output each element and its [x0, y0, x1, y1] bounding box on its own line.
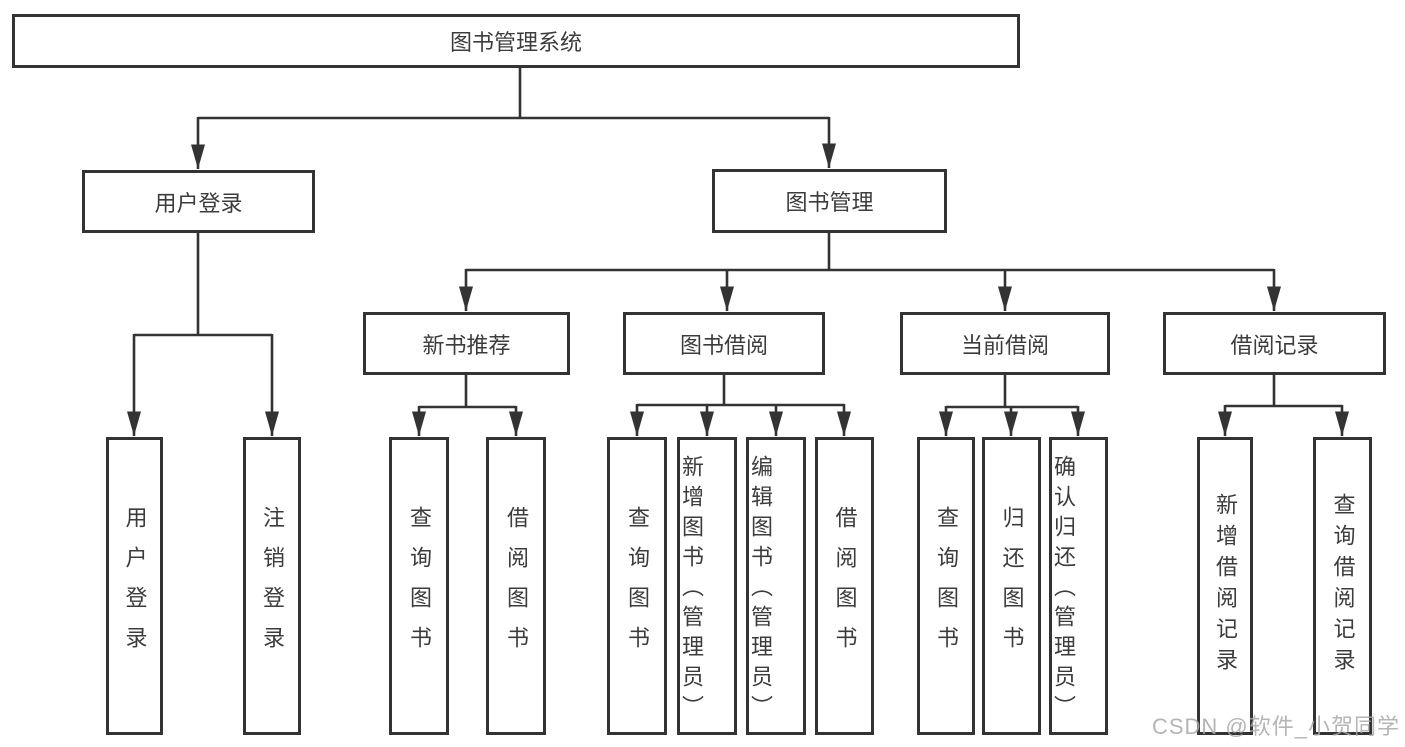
node-label: 当前借阅: [960, 332, 1049, 358]
node-label: 新增借阅记录: [1213, 493, 1238, 679]
leaf-query-book-borrow: 查询图书: [607, 437, 667, 735]
leaf-return-book: 归还图书: [982, 437, 1041, 735]
leaf-logout: 注销登录: [243, 437, 301, 735]
node-current-borrow: 当前借阅: [900, 312, 1110, 375]
node-label: 注销登录: [260, 506, 285, 666]
leaf-query-borrow-record: 查询借阅记录: [1313, 437, 1372, 735]
node-label: 借阅图书: [832, 506, 858, 666]
leaf-borrow-book: 借阅图书: [815, 437, 874, 735]
node-label: 新书推荐: [422, 332, 511, 358]
node-label: 新增图书（管理员）: [679, 455, 704, 725]
node-borrow-records: 借阅记录: [1163, 312, 1386, 375]
leaf-confirm-return-admin: 确认归还（管理员）: [1049, 437, 1108, 735]
leaf-borrow-book-recommend: 借阅图书: [486, 437, 546, 735]
node-library-management-system: 图书管理系统: [12, 14, 1020, 68]
node-book-management: 图书管理: [712, 169, 947, 233]
node-label: 查询图书: [407, 506, 432, 666]
node-label: 图书管理: [785, 190, 874, 215]
node-label: 图书借阅: [679, 332, 768, 358]
node-label: 确认归还（管理员）: [1051, 455, 1076, 725]
node-label: 查询图书: [934, 506, 959, 666]
node-label: 借阅记录: [1230, 332, 1319, 358]
node-label: 借阅图书: [504, 506, 529, 666]
node-label: 用户登录: [122, 506, 148, 666]
leaf-query-book-current: 查询图书: [917, 437, 975, 735]
node-label: 查询图书: [625, 506, 650, 666]
leaf-add-book-admin: 新增图书（管理员）: [677, 437, 737, 735]
node-new-book-recommend: 新书推荐: [363, 312, 570, 375]
node-book-borrow: 图书借阅: [623, 312, 825, 375]
leaf-add-borrow-record: 新增借阅记录: [1197, 437, 1253, 735]
leaf-edit-book-admin: 编辑图书（管理员）: [746, 437, 806, 735]
node-label: 图书管理系统: [449, 30, 582, 55]
csdn-watermark: CSDN @软件_小贺同学: [1151, 714, 1400, 739]
node-user-login: 用户登录: [82, 170, 315, 233]
node-label: 查询借阅记录: [1330, 493, 1356, 679]
node-label: 编辑图书（管理员）: [748, 455, 773, 725]
leaf-query-book-recommend: 查询图书: [389, 437, 449, 735]
leaf-user-login: 用户登录: [106, 437, 163, 735]
node-label: 归还图书: [999, 506, 1025, 666]
node-label: 用户登录: [154, 190, 243, 216]
